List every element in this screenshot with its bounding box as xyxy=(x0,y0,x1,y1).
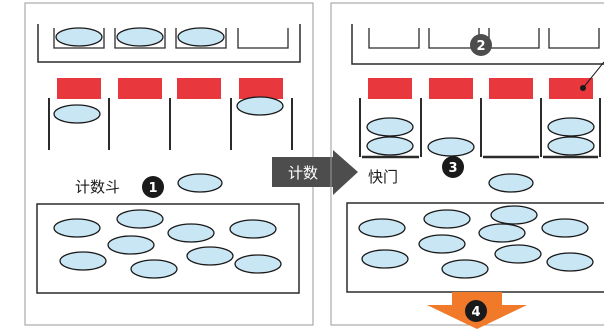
pellet xyxy=(427,137,475,157)
left-tray-slot xyxy=(53,28,105,49)
left-tray-slot xyxy=(175,28,227,49)
pellet xyxy=(59,251,107,271)
right-tray-slot xyxy=(368,28,420,49)
red-shutter xyxy=(118,78,162,99)
pellet xyxy=(186,246,234,266)
red-shutter xyxy=(368,78,412,99)
pellet xyxy=(490,205,538,225)
pellet xyxy=(177,27,225,47)
right-tray-slot xyxy=(488,28,540,49)
pellet xyxy=(488,173,534,193)
step-3-marker: 3 xyxy=(442,156,464,178)
step-1-number: 1 xyxy=(148,181,157,196)
right-top-tray xyxy=(351,24,604,65)
red-shutter xyxy=(549,78,593,99)
red-shutter xyxy=(177,78,221,99)
pellet xyxy=(55,27,103,47)
pellet xyxy=(107,235,155,255)
pellet xyxy=(53,218,101,238)
count-hopper-label: 计数斗 xyxy=(75,178,120,196)
pellet xyxy=(177,173,223,193)
pellet xyxy=(478,223,526,243)
pellet xyxy=(53,104,101,124)
pellet xyxy=(547,117,595,137)
output-arrow: 4 xyxy=(427,292,527,329)
right-panel: 2 3 快门 xyxy=(330,2,604,329)
pellet xyxy=(361,249,409,269)
pointer-line xyxy=(582,61,604,89)
pellet xyxy=(494,244,542,264)
left-bottom-bin xyxy=(36,203,300,294)
step-4-number: 4 xyxy=(471,305,480,320)
left-top-tray xyxy=(37,24,301,63)
left-tray-slot xyxy=(114,28,166,49)
left-tray-slot xyxy=(237,28,289,49)
pellet xyxy=(366,117,414,137)
pellet xyxy=(234,254,282,274)
step-2-marker: 2 xyxy=(470,34,492,56)
pellet xyxy=(236,96,284,116)
pellet xyxy=(366,136,414,156)
red-shutter xyxy=(429,78,473,99)
red-shutter xyxy=(57,78,101,99)
pellet xyxy=(546,252,594,272)
pellet xyxy=(423,209,471,229)
pellet xyxy=(418,234,466,254)
step-3-number: 3 xyxy=(448,161,457,176)
left-panel: 计数斗 1 xyxy=(24,2,314,326)
pellet xyxy=(441,259,489,279)
pellet xyxy=(541,218,589,238)
step-4-badge xyxy=(465,300,487,322)
pellet xyxy=(358,218,406,238)
left-panel-border xyxy=(24,2,314,326)
pellet xyxy=(116,209,164,229)
right-tray-slot xyxy=(548,28,600,49)
pellet xyxy=(547,136,595,156)
pellet xyxy=(116,27,164,47)
pellet xyxy=(130,259,178,279)
shutter-label: 快门 xyxy=(368,168,398,186)
red-shutter xyxy=(489,78,533,99)
red-shutter xyxy=(239,78,283,99)
count-arrow: 计数 xyxy=(272,150,358,195)
pellet xyxy=(229,219,277,239)
step-1-marker: 1 xyxy=(142,176,164,198)
count-arrow-label: 计数 xyxy=(288,164,318,182)
right-bottom-bin xyxy=(346,202,604,293)
pellet xyxy=(167,223,215,243)
step-2-number: 2 xyxy=(476,39,485,54)
